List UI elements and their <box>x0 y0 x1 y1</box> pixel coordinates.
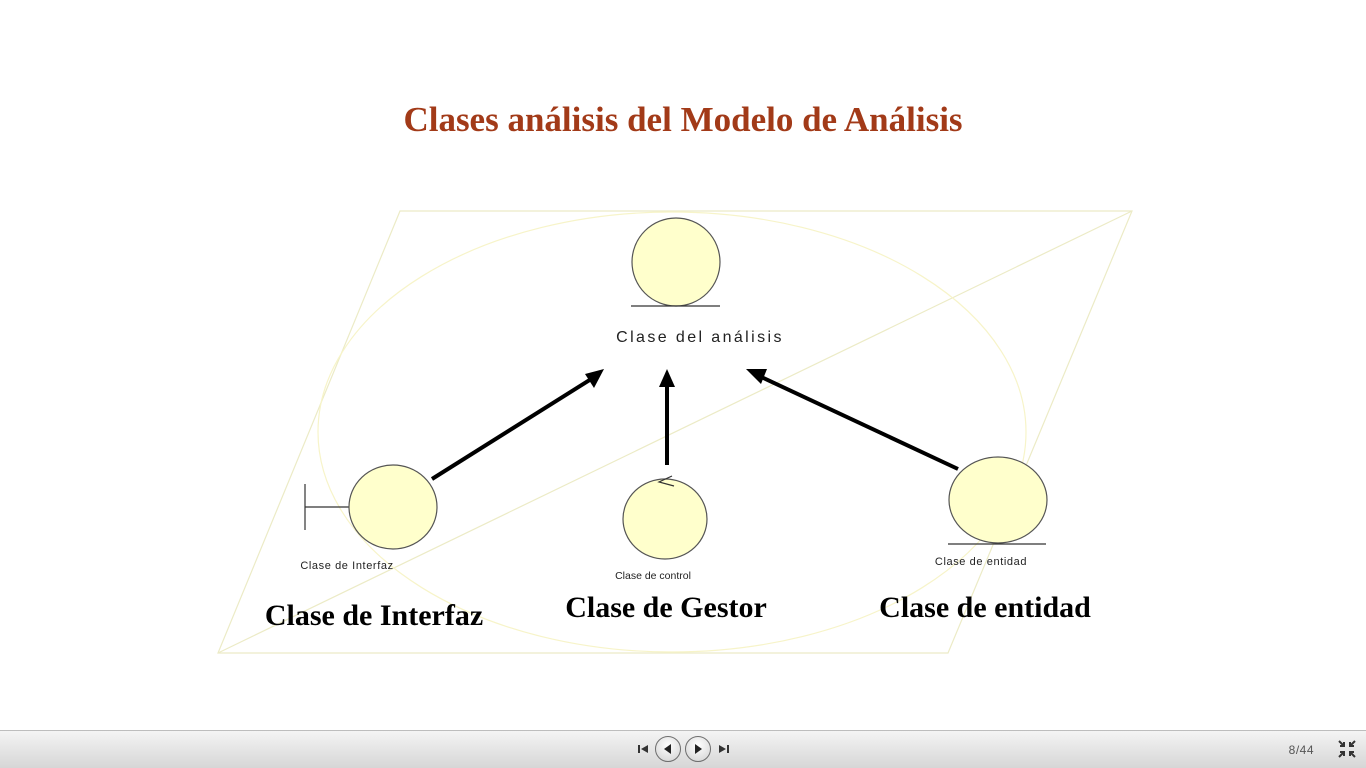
page-counter: 8/44 <box>1288 743 1314 757</box>
background-decoration <box>217 210 1133 654</box>
entity-arrow <box>756 373 959 471</box>
interface-arrow <box>430 374 598 481</box>
analysis-class-icon <box>631 217 721 307</box>
entity-arrowhead <box>746 369 767 384</box>
class-diagram: Clase del análisis Clase de Interfaz <box>217 210 1133 654</box>
control-arrowhead <box>659 369 675 387</box>
presentation-toolbar: 8/44 <box>0 730 1366 768</box>
slide: Clases análisis del Modelo de Análisis C… <box>217 100 1133 654</box>
next-button[interactable] <box>685 736 711 762</box>
entity-caption: Clase de entidad <box>879 591 1091 624</box>
previous-button[interactable] <box>655 736 681 762</box>
control-class-small-label: Clase de control <box>615 570 691 582</box>
interface-arrowhead <box>585 369 604 388</box>
entity-class-small-label: Clase de entidad <box>935 556 1027 568</box>
interface-class-small-label: Clase de Interfaz <box>300 560 393 572</box>
exit-fullscreen-icon[interactable] <box>1338 740 1356 758</box>
skip-to-first-icon[interactable] <box>636 742 650 756</box>
control-class-icon <box>622 475 708 560</box>
analysis-class-label: Clase del análisis <box>616 329 784 346</box>
slide-title: Clases análisis del Modelo de Análisis <box>403 100 963 139</box>
boundary-class-icon <box>304 464 438 550</box>
interface-caption: Clase de Interfaz <box>265 599 483 632</box>
entity-class-icon <box>948 456 1048 545</box>
previous-icon <box>664 744 671 754</box>
control-caption: Clase de Gestor <box>565 591 767 624</box>
next-icon <box>695 744 702 754</box>
skip-to-last-icon[interactable] <box>717 742 731 756</box>
generalization-arrows <box>430 369 959 481</box>
